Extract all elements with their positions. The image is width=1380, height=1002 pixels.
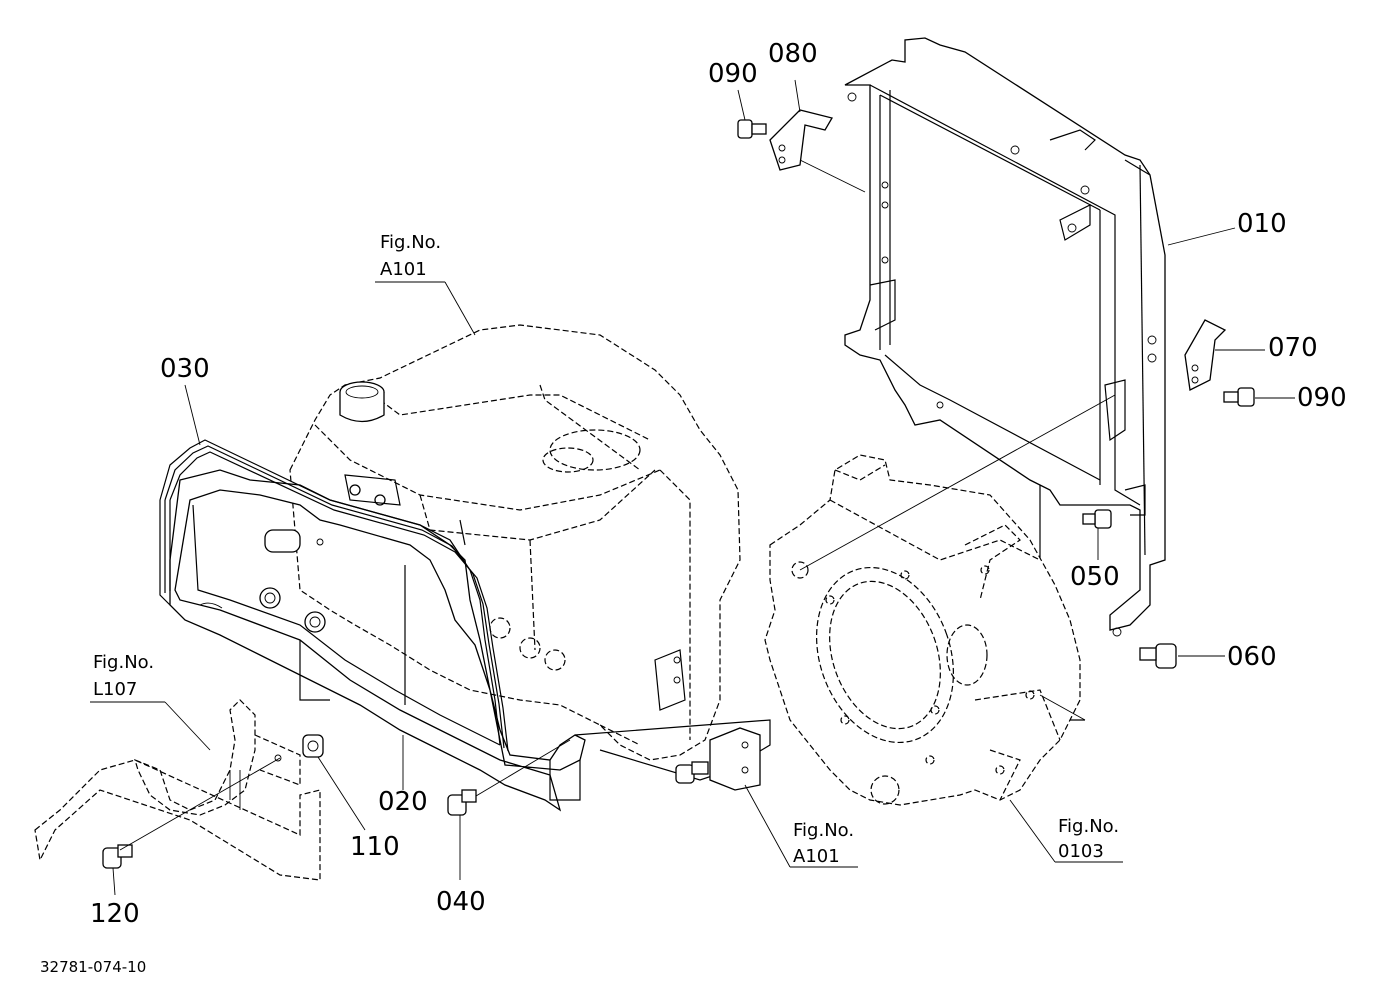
side-panel-020 — [169, 469, 771, 812]
label-030: 030 — [160, 354, 210, 384]
label-060: 060 — [1227, 642, 1277, 672]
bolt-060 — [1139, 643, 1177, 669]
label-090-right: 090 — [1297, 383, 1347, 413]
bolt-120 — [102, 844, 133, 869]
bolt-a101-bracket — [675, 727, 761, 791]
label-090-top: 090 — [708, 59, 758, 89]
figref-l107-num: L107 — [93, 679, 137, 700]
label-110: 110 — [350, 832, 400, 862]
panel-screws — [344, 474, 401, 506]
bolt-050 — [1082, 509, 1112, 529]
drawing-code: 32781-074-10 — [40, 958, 146, 976]
leader-lines — [90, 79, 1295, 896]
lower-cover-ref — [34, 699, 321, 881]
bolt-090-right — [1223, 387, 1255, 407]
plug-110 — [302, 734, 324, 758]
bracket-070 — [1184, 319, 1227, 391]
figref-0103-label: Fig.No. — [1058, 816, 1119, 837]
label-040: 040 — [436, 887, 486, 917]
bracket-080 — [769, 109, 866, 193]
gasket-030 — [159, 439, 509, 752]
bolt-040 — [447, 789, 477, 816]
label-050: 050 — [1070, 562, 1120, 592]
label-080: 080 — [768, 39, 818, 69]
flywheel-housing-ref — [764, 394, 1116, 806]
figref-a101-bottom-label: Fig.No. — [793, 820, 854, 841]
figref-0103-num: 0103 — [1058, 841, 1104, 862]
bolt-090-top — [737, 119, 767, 139]
label-120: 120 — [90, 899, 140, 929]
label-020: 020 — [378, 787, 428, 817]
fuel-tank-ref — [289, 324, 741, 761]
label-010: 010 — [1237, 209, 1287, 239]
figref-l107-label: Fig.No. — [93, 652, 154, 673]
figref-a101-bottom-num: A101 — [793, 846, 840, 867]
figref-a101-top-label: Fig.No. — [380, 232, 441, 253]
label-070: 070 — [1268, 333, 1318, 363]
figref-a101-top-num: A101 — [380, 259, 427, 280]
